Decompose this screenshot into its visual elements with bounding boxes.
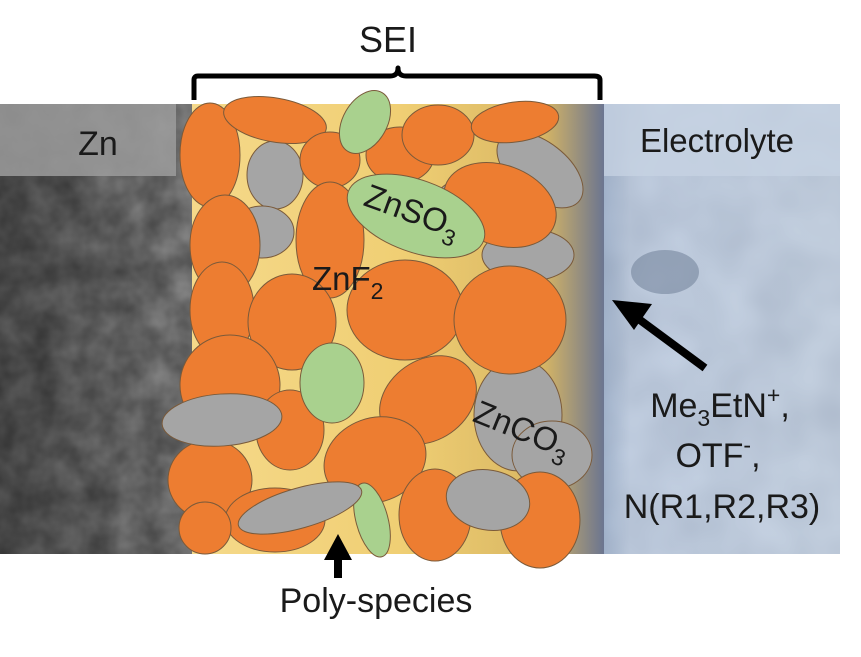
orange-particle xyxy=(179,502,231,554)
gray-particle xyxy=(247,141,303,209)
poly-species-label: Poly-species xyxy=(280,582,473,620)
electrolyte-label: Electrolyte xyxy=(640,122,794,159)
green-particle xyxy=(300,343,364,423)
zn-label: Zn xyxy=(78,125,118,163)
sei-bracket xyxy=(194,68,600,100)
particles xyxy=(160,82,596,568)
sei-title: SEI xyxy=(359,19,417,60)
orange-particle xyxy=(454,266,566,374)
orange-particle xyxy=(402,105,474,165)
amine-label: N(R1,R2,R3) xyxy=(624,488,820,526)
